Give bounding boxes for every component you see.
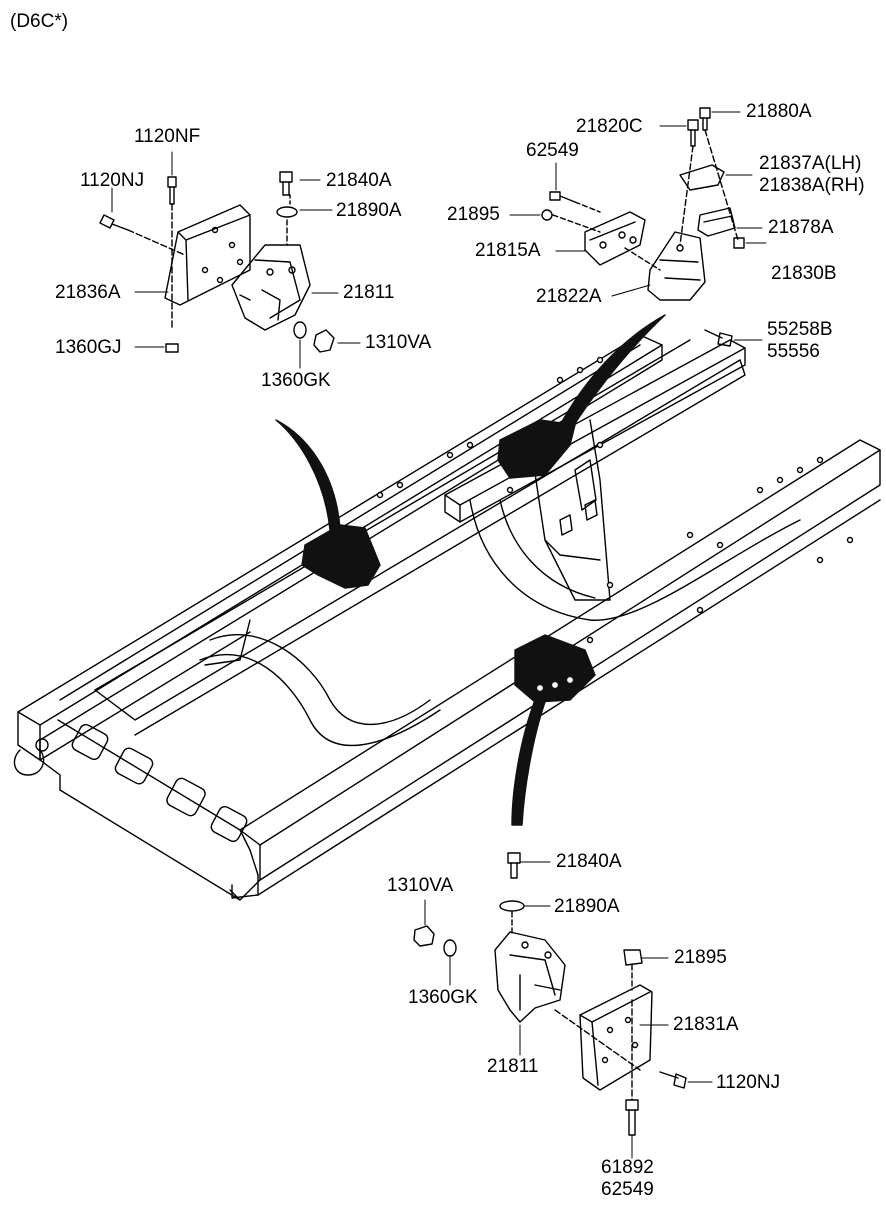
part-label-1360GJ: 1360GJ bbox=[55, 337, 122, 358]
part-label-21811-top: 21811 bbox=[343, 282, 395, 303]
part-label-21830B: 21830B bbox=[771, 263, 837, 284]
part-label-21895-bottom: 21895 bbox=[674, 947, 727, 968]
part-label-21838A: 21838A(RH) bbox=[759, 175, 865, 196]
part-label-21815A: 21815A bbox=[475, 240, 541, 261]
part-label-62549-bottom: 62549 bbox=[601, 1179, 654, 1200]
part-label-62549-top: 62549 bbox=[526, 140, 579, 161]
part-label-21822A: 21822A bbox=[536, 286, 602, 307]
part-label-1360GK-top: 1360GK bbox=[261, 370, 331, 391]
part-label-55258B: 55258B bbox=[767, 319, 833, 340]
part-label-21840A-top: 21840A bbox=[326, 170, 392, 191]
part-label-21890A-bottom: 21890A bbox=[554, 896, 620, 917]
part-label-21880A: 21880A bbox=[746, 101, 812, 122]
part-label-61892: 61892 bbox=[601, 1157, 654, 1178]
part-label-21837A-21838A: 21837A(LH) 21838A(RH) bbox=[759, 153, 865, 197]
part-label-21890A-top: 21890A bbox=[336, 200, 402, 221]
chassis-frame bbox=[13, 334, 881, 901]
variant-code: (D6C*) bbox=[10, 11, 69, 32]
part-label-21837A: 21837A(LH) bbox=[759, 153, 862, 174]
upper-right-mount-assembly bbox=[541, 107, 745, 347]
part-label-1120NJ-top: 1120NJ bbox=[80, 170, 145, 191]
part-label-1120NJ-bottom: 1120NJ bbox=[716, 1072, 781, 1093]
part-label-21836A: 21836A bbox=[55, 282, 121, 303]
part-label-21820C: 21820C bbox=[576, 116, 643, 137]
part-label-21878A: 21878A bbox=[768, 217, 834, 238]
upper-left-mount-assembly bbox=[99, 171, 335, 353]
mount-location-markers bbox=[275, 314, 666, 826]
part-label-21811-bottom: 21811 bbox=[487, 1056, 539, 1077]
part-label-21895-top: 21895 bbox=[447, 204, 500, 225]
part-label-1360GK-bottom: 1360GK bbox=[408, 987, 478, 1008]
leader-lines bbox=[111, 111, 767, 1159]
part-label-55556: 55556 bbox=[767, 341, 820, 362]
part-label-61892-62549: 61892 62549 bbox=[601, 1157, 654, 1201]
part-label-1310VA-bottom: 1310VA bbox=[387, 875, 454, 896]
part-label-55258B-55556: 55258B 55556 bbox=[767, 319, 833, 363]
lower-mount-assembly bbox=[413, 852, 687, 1136]
part-label-1310VA-top: 1310VA bbox=[365, 332, 432, 353]
part-label-21840A-bottom: 21840A bbox=[556, 851, 622, 872]
part-label-21831A: 21831A bbox=[673, 1014, 739, 1035]
part-label-1120NF: 1120NF bbox=[134, 126, 201, 147]
